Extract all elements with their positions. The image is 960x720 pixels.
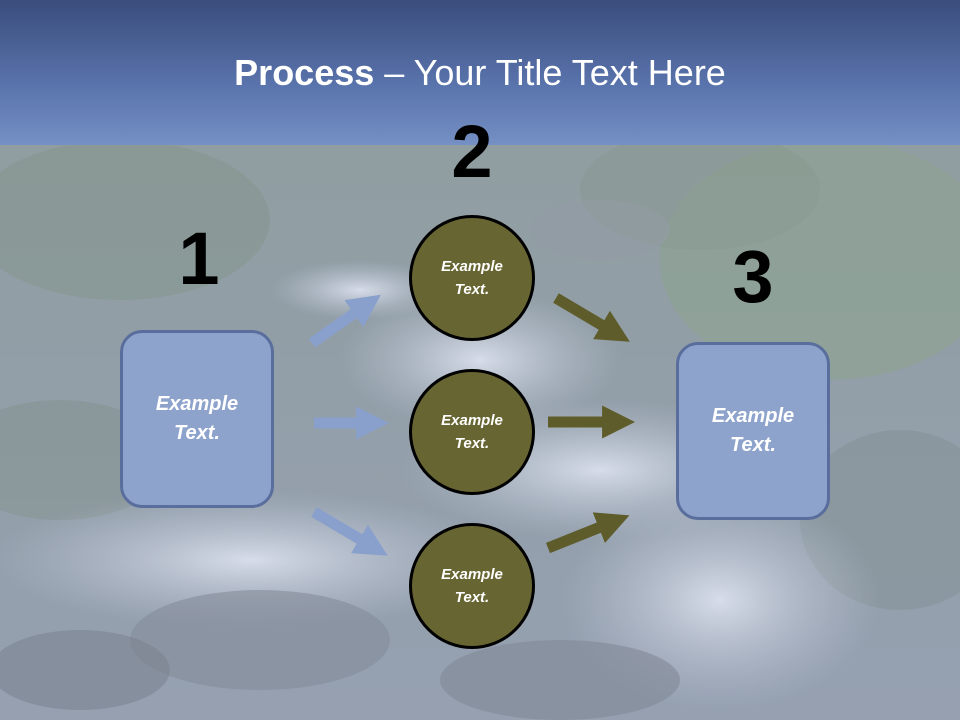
title-bold: Process (234, 52, 375, 93)
circle-bottom-line1: Example (441, 565, 503, 583)
arrow-box-to-circle-top (308, 294, 381, 348)
arrow-circle-bottom-to-box (545, 512, 630, 554)
right-box-line1: Example (711, 405, 795, 427)
arrow-box-to-circle-bottom (311, 507, 388, 556)
circle-top-line2: Text. (454, 281, 490, 298)
circle-bottom-line2: Text. (454, 589, 490, 606)
circle-middle-line1: Example (441, 411, 503, 429)
title-rest: – Your Title Text Here (374, 52, 726, 93)
circle-middle-line2: Text. (454, 435, 490, 452)
step-number-2: 2 (451, 110, 493, 193)
right-box-line2: Text. (730, 434, 776, 456)
slide-title: Process – Your Title Text Here (0, 52, 960, 94)
circle-top: Example Text. (409, 215, 535, 341)
title-bar (0, 0, 960, 145)
step-number-3: 3 (732, 235, 774, 318)
arrow-circle-top-to-box (553, 293, 630, 342)
right-box: Example Text. (676, 342, 830, 520)
circle-middle: Example Text. (409, 369, 535, 495)
circle-top-line1: Example (441, 257, 503, 275)
left-box-line2: Text. (174, 422, 220, 444)
left-box: Example Text. (120, 330, 274, 508)
step-number-1: 1 (178, 217, 220, 300)
left-box-line1: Example (155, 393, 239, 415)
circle-bottom: Example Text. (409, 523, 535, 649)
